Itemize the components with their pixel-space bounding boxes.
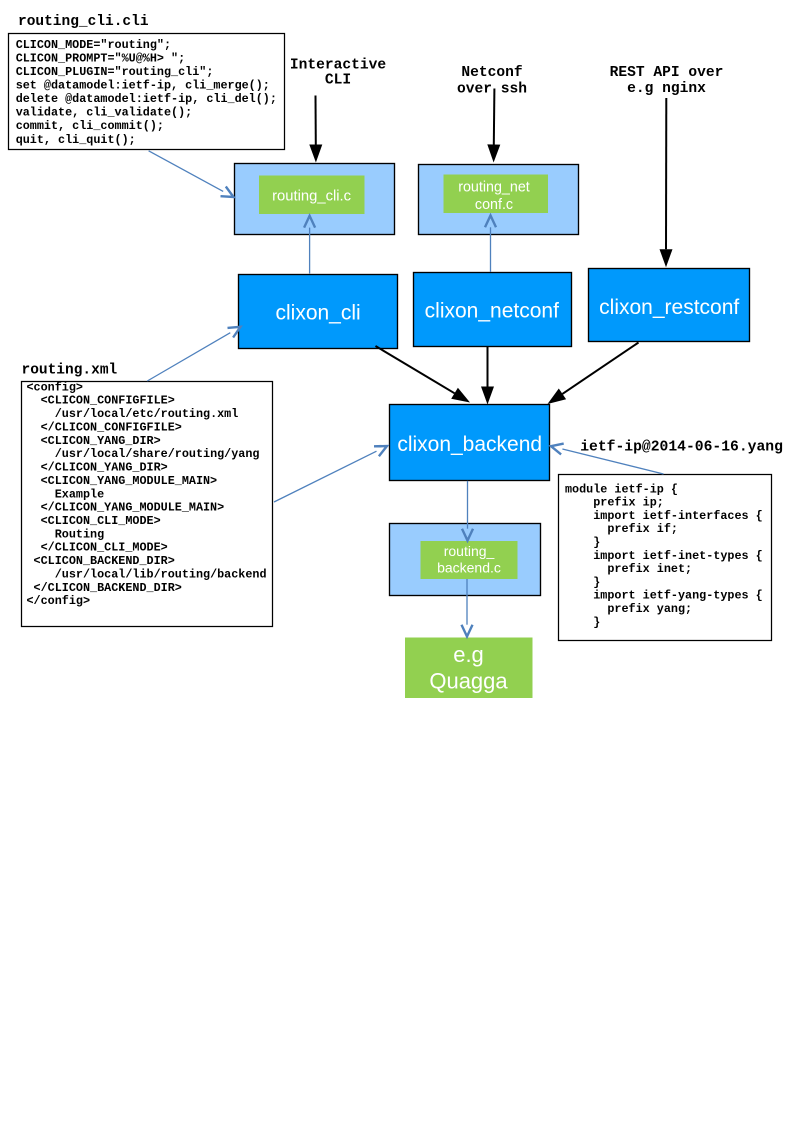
svg-text:routing_cli.cli: routing_cli.cli — [18, 14, 149, 30]
svg-text:clixon_cli: clixon_cli — [275, 301, 360, 324]
svg-text:routing_cli.c: routing_cli.c — [272, 188, 352, 204]
svg-text:CLICON_MODE="routing"; CLICON_: CLICON_MODE="routing"; CLICON_PROMPT="%U… — [16, 38, 284, 147]
svg-text:routing_backend.c: routing_backend.c — [437, 543, 501, 576]
svg-text:clixon_restconf: clixon_restconf — [599, 296, 739, 319]
svg-text:<config> <CLICON_CONFIGFILE> /: <config> <CLICON_CONFIGFILE> /usr/local/… — [27, 380, 274, 608]
svg-text:routing.xml: routing.xml — [22, 362, 118, 378]
svg-text:routing_netconf.c: routing_netconf.c — [458, 179, 530, 213]
svg-text:module ietf-ip { prefix ip; im: module ietf-ip { prefix ip; import ietf-… — [565, 482, 770, 629]
svg-text:ietf-ip@2014-06-16.yang: ietf-ip@2014-06-16.yang — [580, 439, 783, 455]
svg-text:clixon_netconf: clixon_netconf — [425, 300, 559, 323]
svg-text:clixon_backend: clixon_backend — [397, 433, 542, 456]
